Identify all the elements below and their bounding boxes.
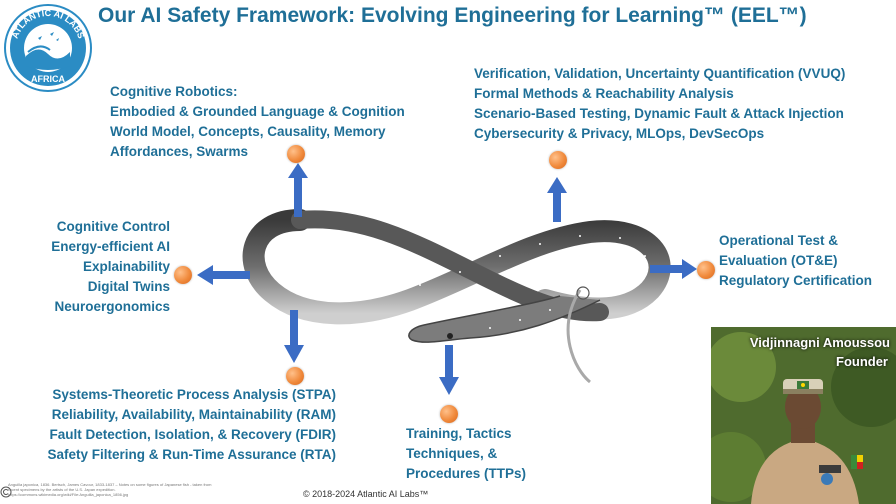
node-vvuq bbox=[549, 151, 567, 169]
logo-bottom-text: AFRICA bbox=[31, 74, 65, 84]
cognitive-control-line: Explainability bbox=[82, 259, 170, 274]
arrow-left-head bbox=[197, 265, 213, 285]
training-line: Procedures (TTPs) bbox=[406, 466, 527, 481]
arrow-left-shaft bbox=[210, 271, 250, 279]
node-stpa bbox=[286, 367, 304, 385]
arrow-down-right-shaft bbox=[445, 345, 453, 380]
cognitive-control-line: Neuroergonomics bbox=[54, 299, 170, 314]
vvuq-line: Scenario-Based Testing, Dynamic Fault & … bbox=[474, 106, 844, 121]
operational-test-line: Evaluation (OT&E) bbox=[719, 253, 838, 268]
stpa-line: Systems-Theoretic Process Analysis (STPA… bbox=[52, 387, 336, 402]
cognitive-robotics-line: Embodied & Grounded Language & Cognition bbox=[110, 104, 405, 119]
copyright-text: © 2018-2024 Atlantic AI Labs™ bbox=[303, 489, 429, 499]
arrow-up-left-shaft bbox=[294, 175, 302, 217]
stpa-line: Reliability, Availability, Maintainabili… bbox=[51, 407, 336, 422]
arrow-up-left-head bbox=[288, 163, 308, 178]
cognitive-robotics-line: Affordances, Swarms bbox=[110, 144, 249, 159]
copyright-icon bbox=[0, 486, 12, 498]
cognitive-control-line: Energy-efficient AI bbox=[51, 239, 170, 254]
arrows bbox=[197, 163, 697, 395]
atlantic-ai-labs-logo: ATLANTIC AI LABS AFRICA bbox=[4, 4, 92, 92]
vvuq-line: Cybersecurity & Privacy, MLOps, DevSecOp… bbox=[474, 126, 765, 141]
stpa-block: Systems-Theoretic Process Analysis (STPA… bbox=[0, 385, 336, 465]
node-training bbox=[440, 405, 458, 423]
eel-illustration bbox=[242, 209, 671, 384]
image-credit: Anguilla japonica, 1836. Bertsch, James … bbox=[8, 482, 212, 497]
node-operational-test bbox=[697, 261, 715, 279]
arrow-right-head bbox=[682, 259, 697, 279]
arrow-up-right-shaft bbox=[553, 190, 561, 222]
arrow-right-shaft bbox=[650, 265, 685, 273]
founder-role: Founder bbox=[836, 354, 888, 369]
training-line: Training, Tactics bbox=[406, 426, 512, 441]
cognitive-control-line: Digital Twins bbox=[87, 279, 170, 294]
founder-photo: Vidjinnagni Amoussou Founder bbox=[711, 327, 896, 504]
founder-photo-illustration bbox=[711, 327, 896, 504]
operational-test-line: Regulatory Certification bbox=[719, 273, 873, 288]
arrow-up-right-head bbox=[547, 177, 567, 193]
stpa-line: Safety Filtering & Run-Time Assurance (R… bbox=[47, 447, 336, 462]
vvuq-line: Formal Methods & Reachability Analysis bbox=[474, 86, 734, 101]
operational-test-block: Operational Test & Evaluation (OT&E) Reg… bbox=[719, 231, 872, 291]
node-cognitive-control bbox=[174, 266, 192, 284]
training-block: Training, Tactics Techniques, & Procedur… bbox=[406, 424, 526, 484]
stpa-line: Fault Detection, Isolation, & Recovery (… bbox=[49, 427, 336, 442]
cognitive-control-line: Cognitive Control bbox=[56, 219, 170, 234]
vvuq-line: Verification, Validation, Uncertainty Qu… bbox=[474, 66, 846, 81]
page-title: Our AI Safety Framework: Evolving Engine… bbox=[98, 4, 807, 27]
cognitive-robotics-line: Cognitive Robotics: bbox=[110, 84, 238, 99]
founder-name: Vidjinnagni Amoussou bbox=[749, 335, 890, 350]
arrow-down-left-head bbox=[284, 345, 304, 363]
operational-test-line: Operational Test & bbox=[719, 233, 839, 248]
cognitive-robotics-line: World Model, Concepts, Causality, Memory bbox=[110, 124, 386, 139]
vvuq-block: Verification, Validation, Uncertainty Qu… bbox=[474, 64, 845, 144]
arrow-down-right-head bbox=[439, 377, 459, 395]
cognitive-robotics-block: Cognitive Robotics: Embodied & Grounded … bbox=[110, 82, 405, 162]
training-line: Techniques, & bbox=[406, 446, 498, 461]
arrow-down-left-shaft bbox=[290, 310, 298, 348]
cognitive-control-block: Cognitive Control Energy-efficient AI Ex… bbox=[20, 217, 170, 317]
node-cognitive-robotics bbox=[287, 145, 305, 163]
